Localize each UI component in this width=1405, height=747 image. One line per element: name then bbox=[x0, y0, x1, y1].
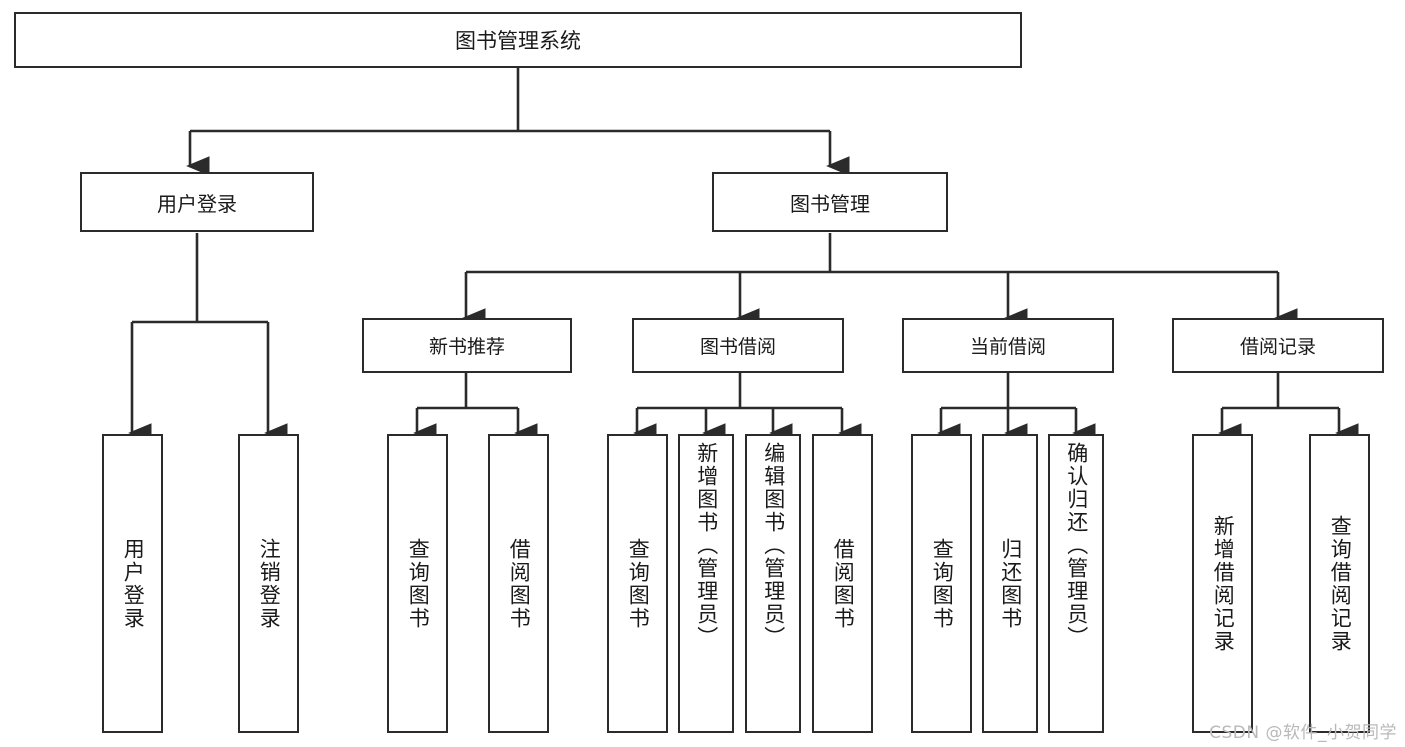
node-borrow-record[interactable]: 借阅记录 bbox=[1172, 318, 1384, 373]
leaf-label: 归还图书 bbox=[998, 537, 1023, 630]
leaf-label: 查询借阅记录 bbox=[1328, 514, 1353, 653]
leaf-book-borrow-add[interactable]: 新增图书（管理员） bbox=[678, 434, 734, 733]
leaf-current-borrow-return[interactable]: 归还图书 bbox=[982, 434, 1038, 733]
watermark: CSDN @软件_小贺同学 bbox=[1209, 723, 1397, 743]
leaf-label: 查询图书 bbox=[930, 537, 955, 630]
leaf-label: 编辑图书（管理员） bbox=[761, 442, 786, 649]
leaf-new-book-borrow[interactable]: 借阅图书 bbox=[488, 434, 549, 733]
leaf-new-book-query[interactable]: 查询图书 bbox=[387, 434, 448, 733]
node-user-login[interactable]: 用户登录 bbox=[80, 172, 314, 232]
leaf-label: 新增图书（管理员） bbox=[694, 442, 719, 649]
leaf-label: 查询图书 bbox=[406, 537, 431, 630]
leaf-book-borrow-edit[interactable]: 编辑图书（管理员） bbox=[745, 434, 801, 733]
leaf-borrow-record-query[interactable]: 查询借阅记录 bbox=[1309, 434, 1370, 733]
leaf-label: 确认归还（管理员） bbox=[1064, 442, 1089, 649]
leaf-book-borrow-borrow[interactable]: 借阅图书 bbox=[812, 434, 873, 733]
leaf-current-borrow-confirm-return[interactable]: 确认归还（管理员） bbox=[1048, 434, 1104, 733]
leaf-user-login-login[interactable]: 用户登录 bbox=[102, 434, 163, 733]
leaf-label: 用户登录 bbox=[121, 537, 146, 630]
leaf-borrow-record-add[interactable]: 新增借阅记录 bbox=[1192, 434, 1253, 733]
node-book-borrow[interactable]: 图书借阅 bbox=[632, 318, 844, 373]
leaf-label: 查询图书 bbox=[626, 537, 651, 630]
leaf-label: 注销登录 bbox=[257, 537, 282, 630]
leaf-current-borrow-query[interactable]: 查询图书 bbox=[911, 434, 972, 733]
leaf-user-login-logout[interactable]: 注销登录 bbox=[238, 434, 299, 733]
leaf-label: 新增借阅记录 bbox=[1211, 514, 1236, 653]
node-root[interactable]: 图书管理系统 bbox=[14, 12, 1022, 68]
node-book-management[interactable]: 图书管理 bbox=[712, 172, 948, 232]
node-current-borrow[interactable]: 当前借阅 bbox=[902, 318, 1114, 373]
node-new-book-recommend[interactable]: 新书推荐 bbox=[362, 318, 572, 373]
leaf-label: 借阅图书 bbox=[507, 537, 532, 630]
leaf-label: 借阅图书 bbox=[831, 537, 856, 630]
leaf-book-borrow-query[interactable]: 查询图书 bbox=[607, 434, 668, 733]
